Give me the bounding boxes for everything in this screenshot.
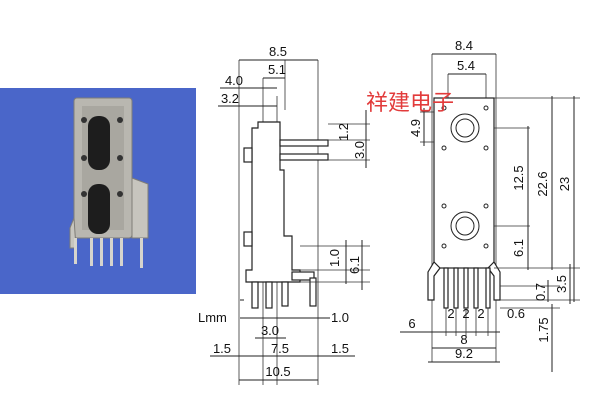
front-dim-3-5: 3.5	[554, 275, 569, 293]
side-dim-1-5-right: 1.5	[331, 341, 349, 356]
side-dim-1-0-bottom: 1.0	[331, 310, 349, 325]
front-dim-5-4: 5.4	[457, 58, 475, 73]
component-photo	[0, 88, 196, 294]
front-dim-1-75: 1.75	[536, 317, 551, 342]
front-dim-2-c: 2	[477, 306, 484, 321]
front-dim-6: 6	[408, 316, 415, 331]
side-dim-1-5-left: 1.5	[213, 341, 231, 356]
front-dim-9-2: 9.2	[455, 346, 473, 361]
side-dim-6-1: 6.1	[347, 256, 362, 274]
front-dim-4-9: 4.9	[408, 119, 423, 137]
front-dim-8: 8	[460, 332, 467, 347]
front-dim-0-6: 0.6	[507, 306, 525, 321]
front-dim-6-1: 6.1	[511, 239, 526, 257]
side-dim-1-0-vertical: 1.0	[327, 249, 342, 267]
side-dim-4-0: 4.0	[225, 73, 243, 88]
front-dim-0-7: 0.7	[533, 283, 548, 301]
side-dim-1-2: 1.2	[336, 123, 351, 141]
side-dim-7-5: 7.5	[271, 341, 289, 356]
side-dim-3-0-vertical: 3.0	[352, 141, 367, 159]
component-photo-art	[0, 88, 196, 294]
front-view: 8.4 5.4 4.9 12.5 22.6 23 6.1 3.5	[400, 38, 580, 372]
side-dim-3-0-bottom: 3.0	[261, 323, 279, 338]
front-dim-12-5: 12.5	[511, 165, 526, 190]
side-dim-5-1: 5.1	[268, 62, 286, 77]
front-dim-2-a: 2	[447, 306, 454, 321]
side-view: 8.5 5.1 4.0 3.2 1.2 3.0 1.0 6.1 Lmm 1.0	[198, 44, 370, 385]
front-dim-8-4: 8.4	[455, 38, 473, 53]
unit-label: Lmm	[198, 310, 227, 325]
front-dim-2-b: 2	[462, 306, 469, 321]
watermark-text: 祥建电子	[366, 91, 454, 116]
side-dim-10-5: 10.5	[265, 364, 290, 379]
side-dim-3-2: 3.2	[221, 91, 239, 106]
front-dim-22-6: 22.6	[535, 171, 550, 196]
front-dim-23: 23	[557, 177, 572, 191]
side-dim-8-5: 8.5	[269, 44, 287, 59]
